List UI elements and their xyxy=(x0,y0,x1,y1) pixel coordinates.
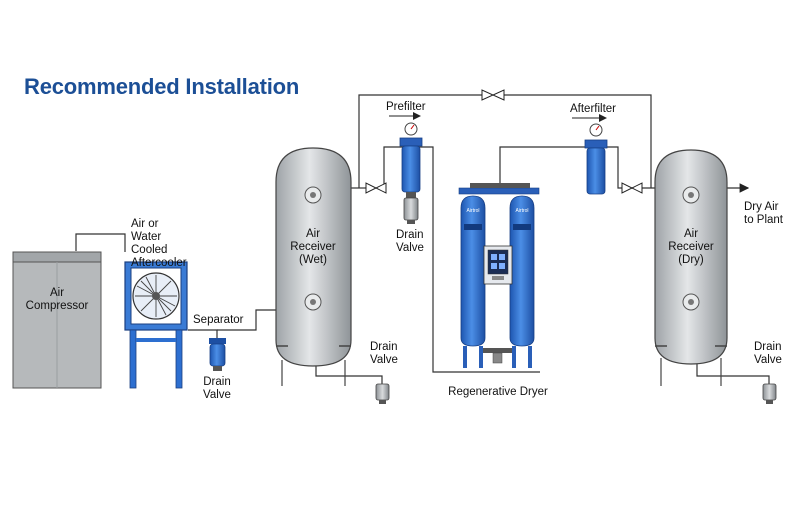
pipe-dry-drain xyxy=(696,360,770,384)
label-separator: Separator xyxy=(193,314,244,326)
afterfilter xyxy=(572,114,608,195)
air-receiver-dry xyxy=(654,149,728,386)
separator xyxy=(209,338,226,371)
label-air-compressor: Air Compressor xyxy=(25,287,89,312)
pipe-bypass xyxy=(358,94,482,188)
label-drain-valve-separator: Drain Valve xyxy=(203,376,231,401)
label-afterfilter: Afterfilter xyxy=(570,103,617,115)
air-compressor xyxy=(12,251,102,389)
pipe-compressor-aftercooler xyxy=(75,233,126,252)
label-drain-valve-dry: Drain Valve xyxy=(754,341,782,366)
drain-valve-dry xyxy=(762,383,777,404)
bypass-valve xyxy=(481,89,505,101)
label-prefilter: Prefilter xyxy=(386,101,426,113)
pipe-valve-prefilter xyxy=(383,146,411,188)
pipe-wet-drain xyxy=(315,362,383,384)
piping xyxy=(75,94,770,384)
dryer-brand-right: Airtrol xyxy=(515,208,528,214)
pipe-dryer-afterfilter xyxy=(499,146,596,192)
isolation-valve-outlet xyxy=(621,182,643,194)
air-receiver-wet xyxy=(275,147,352,386)
label-air-receiver-wet: Air Receiver (Wet) xyxy=(290,228,336,266)
label-drain-valve-prefilter: Drain Valve xyxy=(396,229,424,254)
isolation-valve-inlet xyxy=(365,182,387,194)
label-aftercooler: Air or Water Cooled Aftercooler xyxy=(131,218,187,269)
label-air-receiver-dry: Air Receiver (Dry) xyxy=(668,228,714,266)
pipe-bypass-right xyxy=(504,94,652,188)
label-dry-air-to-plant: Dry Air to Plant xyxy=(744,201,783,226)
pipe-separator-wet-receiver xyxy=(217,309,276,331)
drain-valve-wet xyxy=(375,383,390,404)
pipe-aftercooler-separator xyxy=(188,329,218,338)
dryer-brand-left: Airtrol xyxy=(466,208,479,214)
pipe-prefilter-dryer xyxy=(411,146,460,373)
aftercooler xyxy=(124,261,188,389)
prefilter xyxy=(389,112,423,224)
page-title: Recommended Installation xyxy=(24,74,300,99)
label-regenerative-dryer: Regenerative Dryer xyxy=(448,386,548,398)
regenerative-dryer xyxy=(458,183,540,368)
label-drain-valve-wet: Drain Valve xyxy=(370,341,398,366)
